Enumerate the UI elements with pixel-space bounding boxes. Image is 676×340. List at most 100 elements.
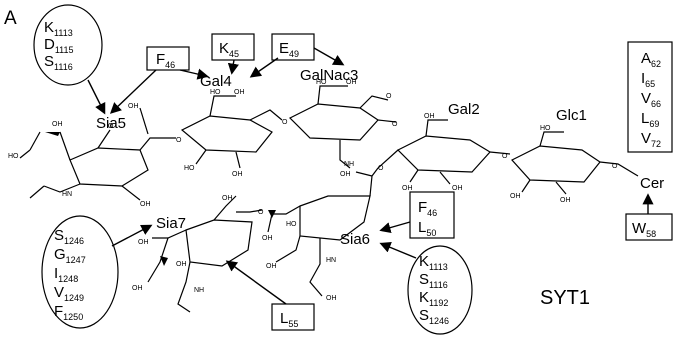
arrow-sia5-ellipse bbox=[87, 79, 106, 115]
ganglioside-structure: OH HO OH O O HN OH HO OH HO OH O HO OH O… bbox=[8, 79, 639, 313]
atom-nh: NH bbox=[194, 287, 204, 294]
arrow-l55-sia7 bbox=[225, 260, 287, 305]
residue-label: S1116 bbox=[44, 53, 73, 72]
residue-label: E49 bbox=[279, 40, 299, 59]
protein-label: SYT1 bbox=[540, 287, 590, 309]
atom-oh: HO bbox=[286, 221, 297, 228]
arrow-sia6ellipse-sia6 bbox=[379, 242, 417, 259]
atom-oh: OH bbox=[176, 261, 187, 268]
residue-label: K45 bbox=[219, 40, 239, 59]
w58-contact-box bbox=[625, 213, 673, 241]
atom-o: O bbox=[258, 209, 264, 216]
e49-contact-box bbox=[271, 33, 315, 61]
sia6-contact-ellipse bbox=[407, 245, 473, 335]
sugar-label-sia5: Sia5 bbox=[96, 115, 126, 132]
f46-contact-box bbox=[146, 46, 190, 71]
atom-oh: HO bbox=[184, 165, 195, 172]
residue-label: S1246 bbox=[54, 227, 84, 246]
residue-label: I1248 bbox=[54, 265, 78, 284]
residue-label: F46 bbox=[418, 199, 437, 218]
atom-oh: HO bbox=[316, 79, 327, 86]
sugar-label-galnac3: GalNac3 bbox=[300, 67, 358, 84]
atom-oh: OH bbox=[452, 185, 463, 192]
residue-label: V72 bbox=[641, 130, 661, 149]
sugar-label-sia6: Sia6 bbox=[340, 231, 370, 248]
residue-label: S1116 bbox=[419, 271, 448, 290]
atom-o: O bbox=[502, 153, 508, 160]
atom-oh: OH bbox=[234, 89, 245, 96]
sugar-label-gal2: Gal2 bbox=[448, 101, 480, 118]
residue-label: L50 bbox=[418, 219, 436, 238]
atom-oh: OH bbox=[424, 113, 435, 120]
sia7-ring bbox=[147, 195, 263, 313]
residue-label: V66 bbox=[641, 90, 661, 109]
atom-oh: OH bbox=[346, 79, 357, 86]
atom-o: O bbox=[108, 123, 114, 130]
residue-label: L69 bbox=[641, 110, 659, 129]
residue-label: K1113 bbox=[419, 253, 448, 272]
arrow-e49-galnac3 bbox=[313, 47, 345, 66]
sia5-ring bbox=[19, 107, 176, 201]
cer-contact-box bbox=[627, 41, 673, 153]
gal4-ring bbox=[180, 95, 283, 169]
atom-oh: OH bbox=[140, 201, 151, 208]
residue-label: A62 bbox=[641, 50, 661, 69]
panel-label: A bbox=[4, 8, 17, 29]
atom-oh: OH bbox=[402, 185, 413, 192]
residue-label: G1247 bbox=[54, 246, 86, 265]
atom-oh: HO bbox=[8, 153, 19, 160]
atom-oh: OH bbox=[52, 121, 63, 128]
arrow-sia6box-sia6 bbox=[379, 221, 411, 234]
arrow-f46-gal4 bbox=[179, 68, 209, 80]
atom-oh: OH bbox=[510, 193, 521, 200]
atom-nh: NH bbox=[344, 161, 354, 168]
sugar-label-sia7: Sia7 bbox=[156, 215, 186, 232]
sugar-label-glc1: Glc1 bbox=[556, 107, 587, 124]
arrow-sia7ellipse-sia7 bbox=[111, 224, 153, 247]
sia5-contact-ellipse bbox=[33, 4, 103, 86]
atom-oh: OH bbox=[266, 263, 277, 270]
sia7-contact-ellipse bbox=[41, 215, 119, 329]
atom-oh: OH bbox=[340, 171, 351, 178]
sugar-label-cer: Cer bbox=[640, 175, 664, 192]
arrow-e49-gal4 bbox=[249, 57, 279, 78]
atom-oh: OH bbox=[132, 285, 143, 292]
residue-label: D1115 bbox=[44, 36, 74, 55]
l55-contact-box bbox=[271, 303, 315, 331]
atom-oh: OH bbox=[222, 195, 233, 202]
gal2-ring bbox=[377, 119, 511, 185]
atom-oh: OH bbox=[232, 171, 243, 178]
atom-oh: HO bbox=[210, 89, 221, 96]
atom-oh: HO bbox=[540, 125, 551, 132]
atom-o: O bbox=[282, 119, 288, 126]
sia6-ring bbox=[267, 167, 379, 297]
arrow-k45-gal4 bbox=[227, 59, 239, 75]
residue-label: V1249 bbox=[54, 284, 84, 303]
residue-label: F46 bbox=[156, 51, 175, 70]
k45-contact-box bbox=[211, 33, 255, 61]
atom-oh: OH bbox=[326, 295, 337, 302]
atom-oh: OH bbox=[560, 197, 571, 204]
atom-o: O bbox=[386, 93, 392, 100]
residue-label: S1246 bbox=[419, 307, 449, 326]
sia6-contact-box bbox=[409, 191, 455, 239]
arrow-f46-sia5 bbox=[109, 69, 157, 114]
atom-oh: OH bbox=[262, 235, 273, 242]
atom-o: O bbox=[612, 163, 618, 170]
atom-o: O bbox=[378, 165, 384, 172]
atom-hn: HN bbox=[62, 191, 72, 198]
glc1-ring bbox=[511, 131, 639, 195]
residue-label: K1113 bbox=[44, 19, 73, 38]
atom-oh: OH bbox=[128, 103, 139, 110]
residue-label: W58 bbox=[632, 220, 656, 239]
residue-label: K1192 bbox=[419, 289, 448, 308]
residue-label: L55 bbox=[280, 310, 298, 329]
atom-hn: HN bbox=[326, 257, 336, 264]
atom-o: O bbox=[176, 137, 182, 144]
residue-label: F1250 bbox=[54, 303, 83, 322]
atom-o: O bbox=[392, 121, 398, 128]
residue-label: I65 bbox=[641, 70, 655, 89]
galnac3-ring bbox=[288, 85, 397, 169]
atom-oh: OH bbox=[138, 239, 149, 246]
